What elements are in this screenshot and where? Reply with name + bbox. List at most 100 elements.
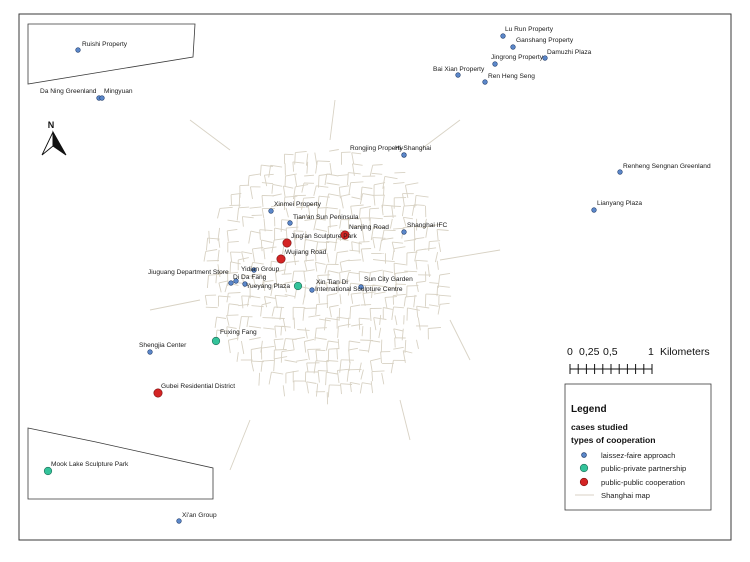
street-segment — [403, 296, 406, 307]
site-marker[interactable] — [43, 466, 53, 476]
street-segment — [261, 195, 264, 207]
street-segment — [336, 348, 338, 360]
street-segment — [328, 224, 338, 228]
street-segment — [439, 272, 451, 276]
street-segment — [216, 270, 229, 274]
street-segment — [270, 204, 284, 208]
street-segment — [369, 165, 374, 177]
site-label: Jing'an Sculpture Park — [291, 233, 357, 240]
street-segment — [360, 187, 363, 198]
site-marker[interactable] — [591, 207, 597, 213]
street-segment — [371, 370, 385, 373]
street-segment — [215, 273, 218, 284]
site-marker[interactable] — [482, 79, 488, 85]
legend: Legend cases studied types of cooperatio… — [564, 383, 712, 511]
street-segment — [329, 163, 333, 175]
street-segment — [216, 329, 228, 332]
site-marker[interactable] — [282, 238, 292, 248]
street-segment — [268, 372, 272, 385]
site-marker[interactable] — [287, 220, 293, 226]
street-segment — [358, 362, 362, 373]
street-segment — [274, 338, 284, 341]
street-segment — [329, 149, 339, 152]
site-marker[interactable] — [153, 388, 163, 398]
site-marker[interactable] — [147, 349, 153, 355]
site-marker[interactable] — [75, 47, 81, 53]
street-segment — [336, 370, 340, 383]
street-segment — [427, 264, 430, 277]
street-segment — [208, 230, 210, 244]
street-segment — [284, 153, 294, 156]
street-segment — [304, 174, 315, 177]
street-segment — [352, 163, 363, 166]
street-segment — [381, 237, 394, 241]
street-segment — [380, 351, 382, 364]
inset-frame-northwest — [27, 23, 196, 85]
street-segment — [207, 237, 220, 240]
street-segment — [359, 317, 370, 320]
site-marker[interactable] — [293, 281, 303, 291]
street-segment — [348, 172, 361, 175]
street-segment — [263, 296, 268, 308]
legend-item-public-private: public-private partnership — [601, 464, 686, 473]
site-marker[interactable] — [276, 254, 286, 264]
site-marker[interactable] — [358, 284, 364, 290]
street-segment — [314, 337, 327, 340]
site-marker[interactable] — [510, 44, 516, 50]
street-segment — [378, 327, 382, 339]
street-segment — [438, 242, 442, 252]
street-segment — [282, 318, 287, 332]
site-marker[interactable] — [500, 33, 506, 39]
street-segment — [263, 218, 266, 232]
street-segment — [316, 281, 327, 285]
site-marker[interactable] — [233, 278, 239, 284]
site-marker[interactable] — [401, 152, 407, 158]
site-marker[interactable] — [268, 208, 274, 214]
street-segment — [371, 371, 374, 382]
street-segment — [249, 206, 262, 209]
street-segment — [326, 360, 339, 362]
north-arrow-label: N — [48, 120, 55, 130]
site-marker[interactable] — [251, 267, 257, 273]
street-segment — [393, 227, 405, 230]
site-marker[interactable] — [211, 336, 221, 346]
site-marker[interactable] — [455, 72, 461, 78]
street-segment — [316, 208, 319, 220]
street-segment — [272, 193, 282, 197]
street-segment — [383, 215, 397, 217]
street-segment — [324, 173, 328, 186]
site-marker[interactable] — [228, 280, 234, 286]
street-segment — [402, 217, 407, 227]
site-marker[interactable] — [242, 281, 248, 287]
site-label: Mook Lake Sculpture Park — [51, 461, 129, 468]
site-marker[interactable] — [492, 61, 498, 67]
street-segment — [316, 218, 326, 221]
site-marker[interactable] — [542, 55, 548, 61]
street-segment — [337, 250, 349, 254]
street-segment — [295, 184, 309, 188]
site-marker[interactable] — [617, 169, 623, 175]
street-segment — [282, 186, 286, 197]
site-marker[interactable] — [99, 95, 105, 101]
street-segment — [383, 270, 394, 274]
street-segment — [381, 372, 385, 385]
street-segment — [414, 195, 417, 208]
street-segment — [449, 319, 471, 361]
street-segment — [351, 196, 363, 200]
street-segment — [402, 193, 405, 207]
street-segment — [370, 227, 374, 241]
street-segment — [297, 329, 310, 331]
street-segment — [372, 237, 386, 239]
street-segment — [340, 196, 344, 209]
site-marker[interactable] — [340, 230, 350, 240]
street-segment — [264, 296, 277, 299]
site-label: Gubei Residential District — [161, 383, 235, 390]
street-segment — [238, 206, 250, 209]
site-marker[interactable] — [309, 287, 315, 293]
street-segment — [205, 249, 218, 252]
street-segment — [358, 318, 361, 330]
street-segment — [370, 340, 381, 343]
site-marker[interactable] — [401, 229, 407, 235]
site-marker[interactable] — [176, 518, 182, 524]
street-segment — [293, 252, 296, 266]
